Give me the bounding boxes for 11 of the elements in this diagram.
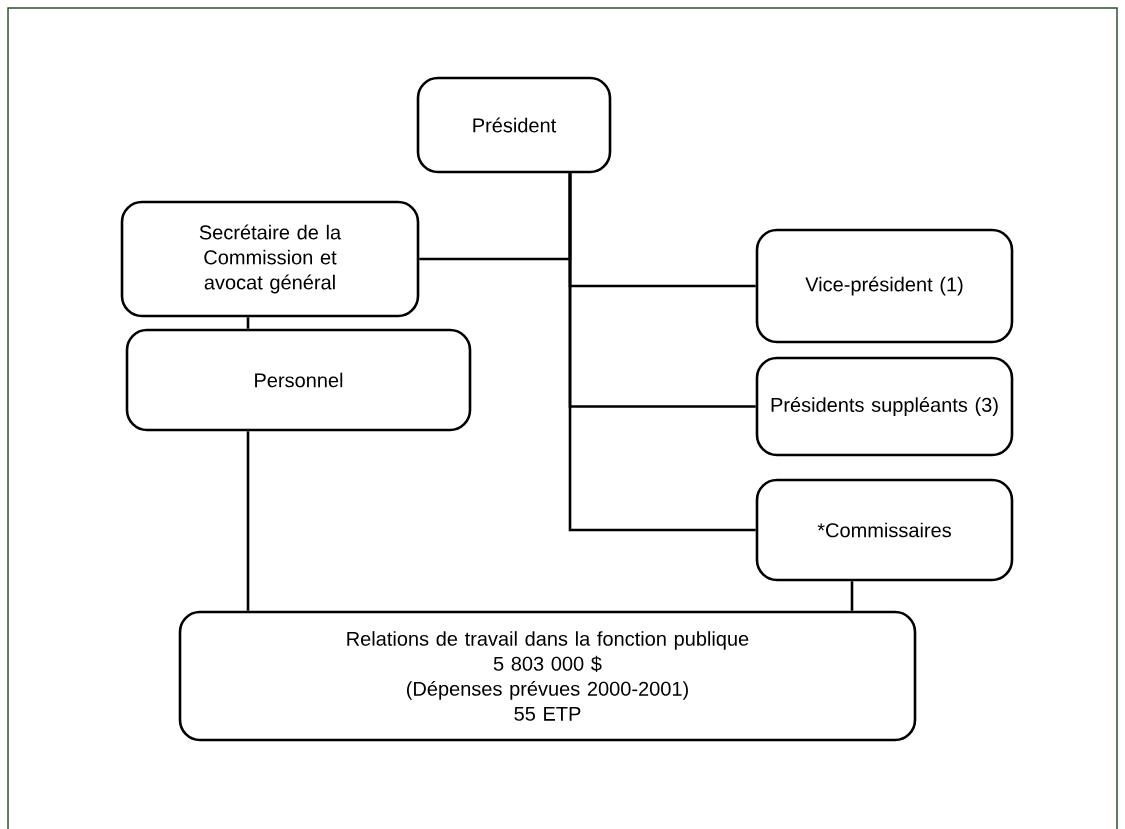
org-box: Présidents suppléants (3) — [755, 356, 1014, 457]
connector-line — [568, 173, 756, 532]
org-box: Vice-président (1) — [755, 228, 1014, 344]
connector-line — [850, 581, 854, 611]
connector-line — [246, 317, 250, 329]
org-box: Personnel — [125, 328, 472, 432]
org-box: Président — [416, 76, 612, 174]
org-box: Secrétaire de la Commission et avocat général — [120, 200, 420, 318]
connector-line — [246, 431, 250, 611]
org-box: Relations de travail dans la fonction publique 5 803 000 $ (Dépenses prévues 2000-2001) 55 ETP — [178, 610, 917, 742]
org-box: *Commissaires — [755, 478, 1014, 582]
